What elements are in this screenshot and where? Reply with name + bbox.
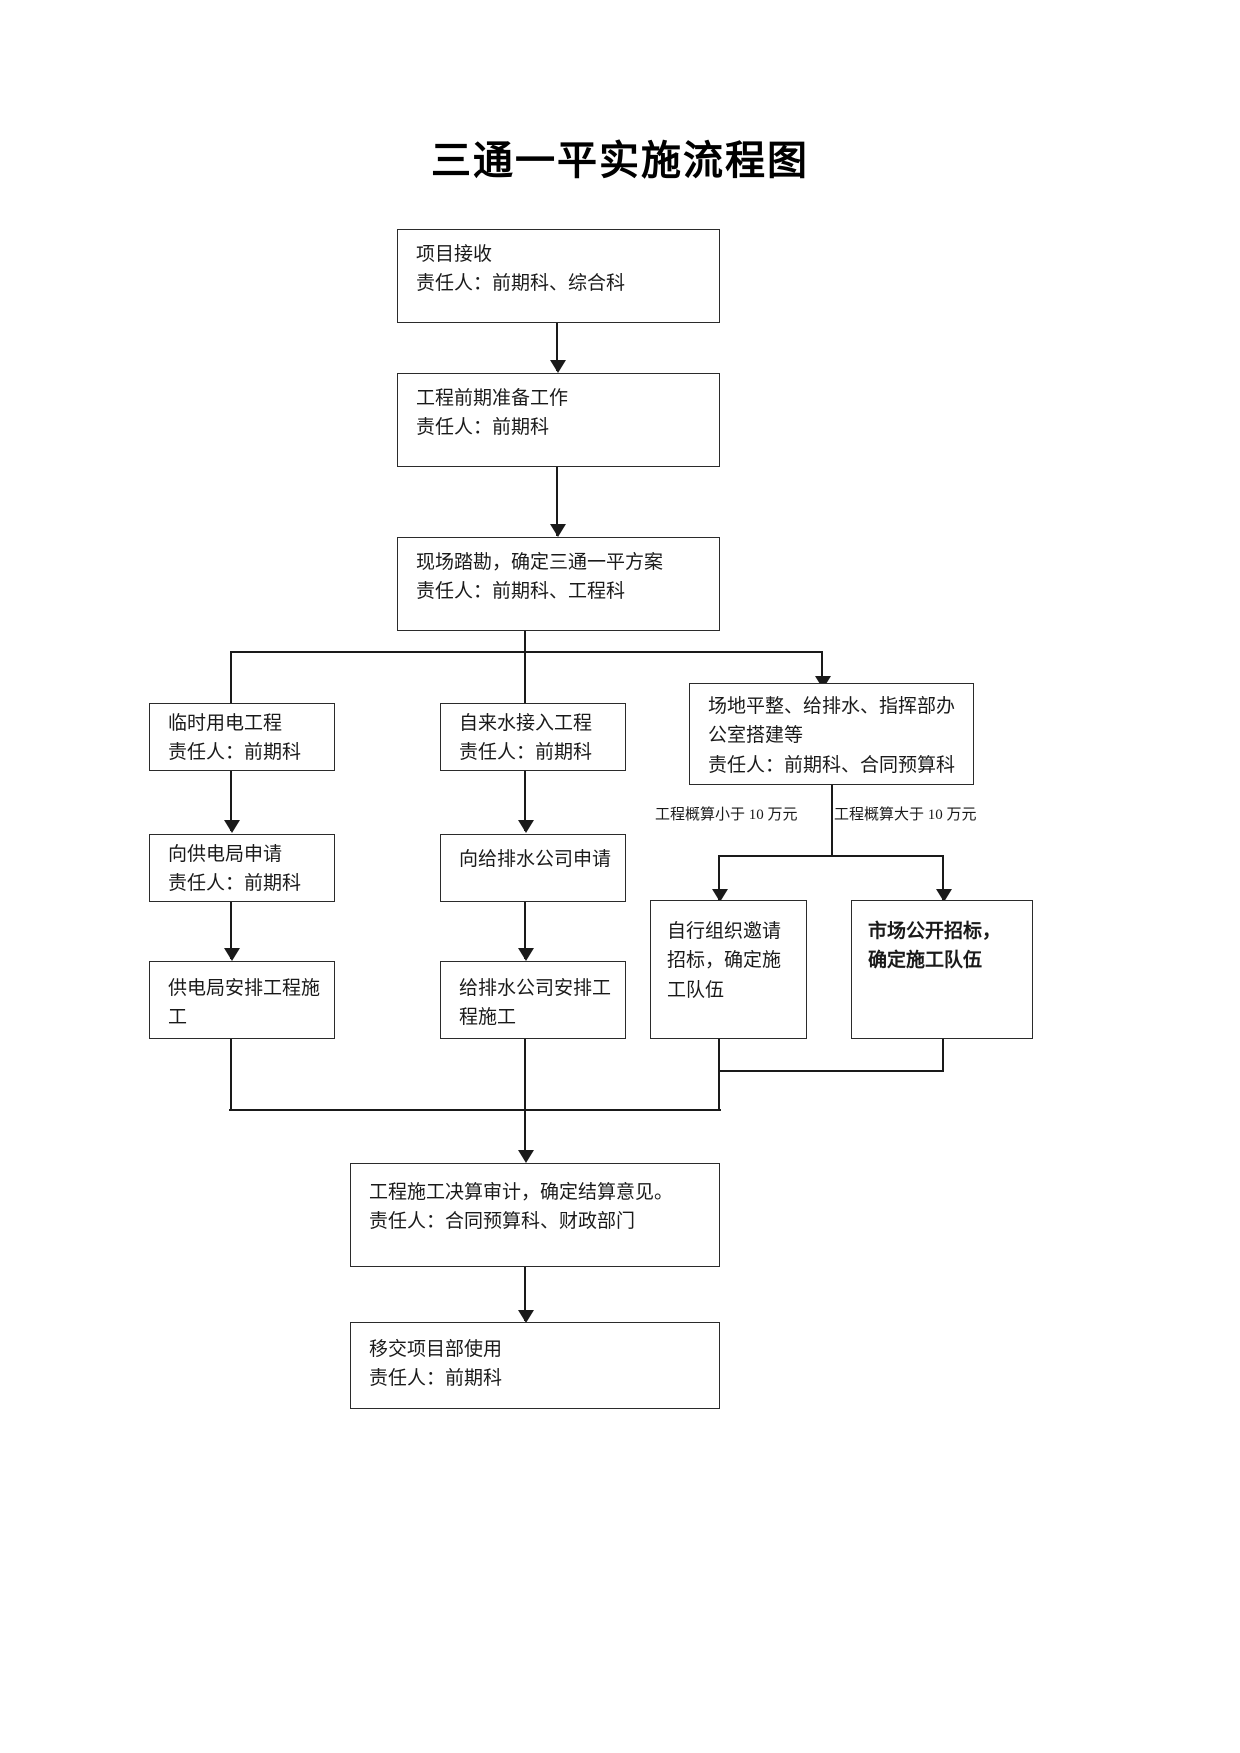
connector-n8-n12 [524,902,527,959]
node-owner-text: 责任人：合同预算科、财政部门 [369,1211,636,1233]
connector-merge-bar-right [718,1070,944,1073]
node-site-survey: 现场踏勘，确定三通一平方案 责任人：前期科、工程科 [397,537,720,631]
arrowhead-n6-n9 [711,889,728,902]
node-title-text: 市场公开招标，确定施工队伍 [868,921,1002,972]
node-title-text: 自行组织邀请招标，确定施工队伍 [667,921,782,1001]
node-temporary-power-project: 临时用电工程 责任人：前期科 [149,703,335,771]
connector-n4-n7 [230,771,233,831]
connector-n5-n8 [524,771,527,831]
node-title-text: 工程前期准备工作 [416,388,569,409]
node-site-leveling-project: 场地平整、给排水、指挥部办公室搭建等 责任人：前期科、合同预算科 [689,683,974,785]
node-public-tender: 市场公开招标，确定施工队伍 [851,900,1033,1039]
node-apply-water-company: 向给排水公司申请 [440,834,626,902]
node-water-company-construction: 给排水公司安排工程施工 [440,961,626,1039]
arrowhead-n2-n3 [549,524,566,537]
connector-n3-to-n4 [230,651,233,717]
node-title-text: 向给排水公司申请 [459,849,612,870]
node-self-organized-invitation-tender: 自行组织邀请招标，确定施工队伍 [650,900,807,1039]
connector-n3-stem [524,631,527,653]
node-final-audit: 工程施工决算审计，确定结算意见。 责任人：合同预算科、财政部门 [350,1163,720,1267]
arrowhead-n7-n11 [223,948,240,961]
arrowhead-n8-n12 [517,948,534,961]
connector-n11-down [230,1039,233,1111]
node-owner-text: 责任人：前期科、综合科 [416,273,626,295]
node-owner-text: 责任人：前期科 [168,873,302,894]
arrowhead-n4-n7 [223,820,240,833]
connector-n6-split-bar [719,855,944,858]
node-owner-text: 责任人：前期科 [416,417,550,439]
connector-merge-to-n13 [524,1109,527,1160]
connector-n13-n14 [524,1267,527,1321]
connector-n3-to-n6 [821,651,824,687]
connector-n1-n2 [556,323,559,371]
connector-n7-n11 [230,902,233,959]
node-title-text: 临时用电工程 [168,712,283,734]
connector-n12-down [524,1039,527,1111]
condition-label-less-than: 工程概算小于 10 万元 [655,807,798,823]
connector-n9-down [718,1039,721,1072]
node-water-connection-project: 自来水接入工程 责任人：前期科 [440,703,626,771]
connector-n6-to-n10 [942,855,945,900]
node-title-text: 工程施工决算审计，确定结算意见。 [369,1182,674,1203]
connector-merge-bar-main [229,1109,721,1112]
arrowhead-n5-n8 [517,820,534,833]
node-owner-text: 责任人：前期科 [459,742,593,763]
node-title-text: 供电局安排工程施工 [168,978,321,1029]
arrowhead-merge-n13 [517,1150,534,1163]
arrowhead-n6-n10 [935,889,952,902]
node-power-bureau-construction: 供电局安排工程施工 [149,961,335,1039]
arrowhead-n13-n14 [517,1310,534,1323]
connector-n2-n3 [556,467,559,536]
node-owner-text: 责任人：前期科、合同预算科 [708,754,956,776]
node-title-text: 向供电局申请 [168,843,283,865]
node-title-text: 现场踏勘，确定三通一平方案 [416,552,664,573]
node-owner-text: 责任人：前期科 [369,1368,503,1390]
connector-n3-to-n5 [524,651,527,717]
connector-n10-down [942,1039,945,1072]
node-title-text: 移交项目部使用 [369,1339,503,1360]
node-title-text: 给排水公司安排工程施工 [459,978,612,1029]
node-owner-text: 责任人：前期科 [168,742,302,763]
condition-label-greater-than: 工程概算大于 10 万元 [834,807,977,823]
page-title: 三通一平实施流程图 [431,139,809,183]
arrowhead-n1-n2 [549,360,566,373]
connector-merge-right-drop [718,1070,721,1111]
node-preliminary-preparation: 工程前期准备工作 责任人：前期科 [397,373,720,467]
node-title-text: 自来水接入工程 [459,712,593,734]
connector-n6-stem [831,785,834,857]
node-project-reception: 项目接收 责任人：前期科、综合科 [397,229,720,323]
node-title-text: 场地平整、给排水、指挥部办公室搭建等 [708,696,956,747]
node-handover-to-project-dept: 移交项目部使用 责任人：前期科 [350,1322,720,1409]
connector-n6-to-n9 [718,855,721,900]
connector-n3-split-bar [231,651,823,654]
node-title-text: 项目接收 [416,244,493,265]
node-apply-power-bureau: 向供电局申请 责任人：前期科 [149,834,335,902]
node-owner-text: 责任人：前期科、工程科 [416,581,626,603]
